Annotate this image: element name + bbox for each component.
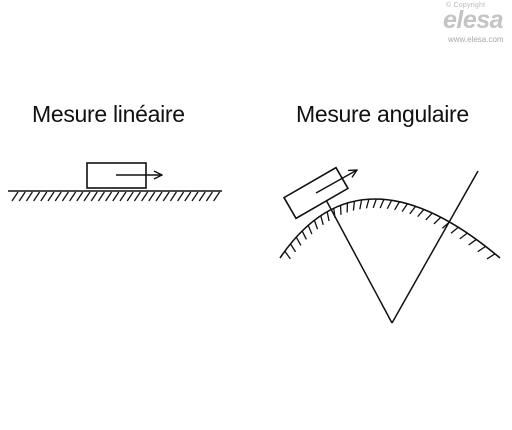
hatch-stroke — [284, 250, 291, 260]
hatch-stroke — [486, 253, 496, 260]
hatch-stroke — [313, 220, 319, 230]
hatch-stroke — [25, 191, 33, 202]
angle-radius-right — [391, 170, 479, 324]
hatch-stroke — [148, 191, 156, 202]
hatch-stroke — [213, 191, 221, 202]
hatch-stroke — [141, 191, 149, 202]
hatch-stroke — [295, 236, 302, 246]
hatch-stroke — [320, 215, 324, 226]
linear-measure-diagram — [8, 162, 222, 202]
angle-radius-left — [324, 197, 393, 324]
hatch-stroke — [83, 191, 91, 202]
website-url: www.elesa.com — [448, 35, 504, 44]
hatch-stroke — [352, 201, 356, 211]
copyright-watermark: © Copyright — [446, 2, 486, 9]
angular-surface-hatching — [284, 198, 496, 260]
hatch-stroke — [365, 199, 370, 209]
hatch-stroke — [40, 191, 48, 202]
hatch-stroke — [97, 191, 105, 202]
hatch-stroke — [133, 191, 141, 202]
hatch-stroke — [425, 212, 433, 221]
hatch-stroke — [468, 238, 477, 246]
hatch-stroke — [450, 226, 459, 234]
hatch-stroke — [386, 199, 393, 210]
hatch-stroke — [326, 211, 330, 222]
hatch-stroke — [372, 198, 377, 209]
hatch-stroke — [76, 191, 84, 202]
hatch-stroke — [69, 191, 77, 202]
hatch-stroke — [184, 191, 192, 202]
elesa-logo: elesa — [443, 6, 504, 34]
hatch-stroke — [177, 191, 185, 202]
angular-measure-title: Mesure angulaire — [296, 101, 469, 127]
angular-direction-arrow — [315, 170, 357, 194]
hatch-stroke — [205, 191, 213, 202]
hatch-stroke — [119, 191, 127, 202]
hatch-stroke — [126, 191, 134, 202]
hatch-stroke — [289, 243, 297, 253]
hatch-stroke — [18, 191, 26, 202]
hatch-stroke — [162, 191, 170, 202]
hatch-stroke — [90, 191, 98, 202]
hatch-stroke — [105, 191, 113, 202]
hatch-stroke — [11, 191, 19, 202]
angular-measure-diagram — [279, 166, 501, 324]
hatch-stroke — [379, 199, 385, 209]
hatch-stroke — [401, 203, 408, 212]
hatch-stroke — [301, 230, 307, 240]
hatch-stroke — [394, 201, 401, 211]
hatch-stroke — [433, 216, 442, 225]
hatch-stroke — [169, 191, 177, 202]
hatch-stroke — [54, 191, 62, 202]
hatch-stroke — [155, 191, 163, 202]
hatch-stroke — [47, 191, 55, 202]
hatch-stroke — [477, 245, 486, 253]
hatch-stroke — [459, 232, 468, 240]
hatch-stroke — [198, 191, 206, 202]
hatch-stroke — [112, 191, 120, 202]
linear-surface-hatching — [11, 191, 221, 202]
hatch-stroke — [417, 208, 425, 218]
hatch-stroke — [33, 191, 41, 202]
hatch-stroke — [191, 191, 199, 202]
hatch-stroke — [409, 205, 417, 215]
hatch-stroke — [307, 225, 313, 235]
linear-measure-title: Mesure linéaire — [32, 101, 185, 127]
hatch-stroke — [359, 199, 363, 210]
hatch-stroke — [61, 191, 69, 202]
